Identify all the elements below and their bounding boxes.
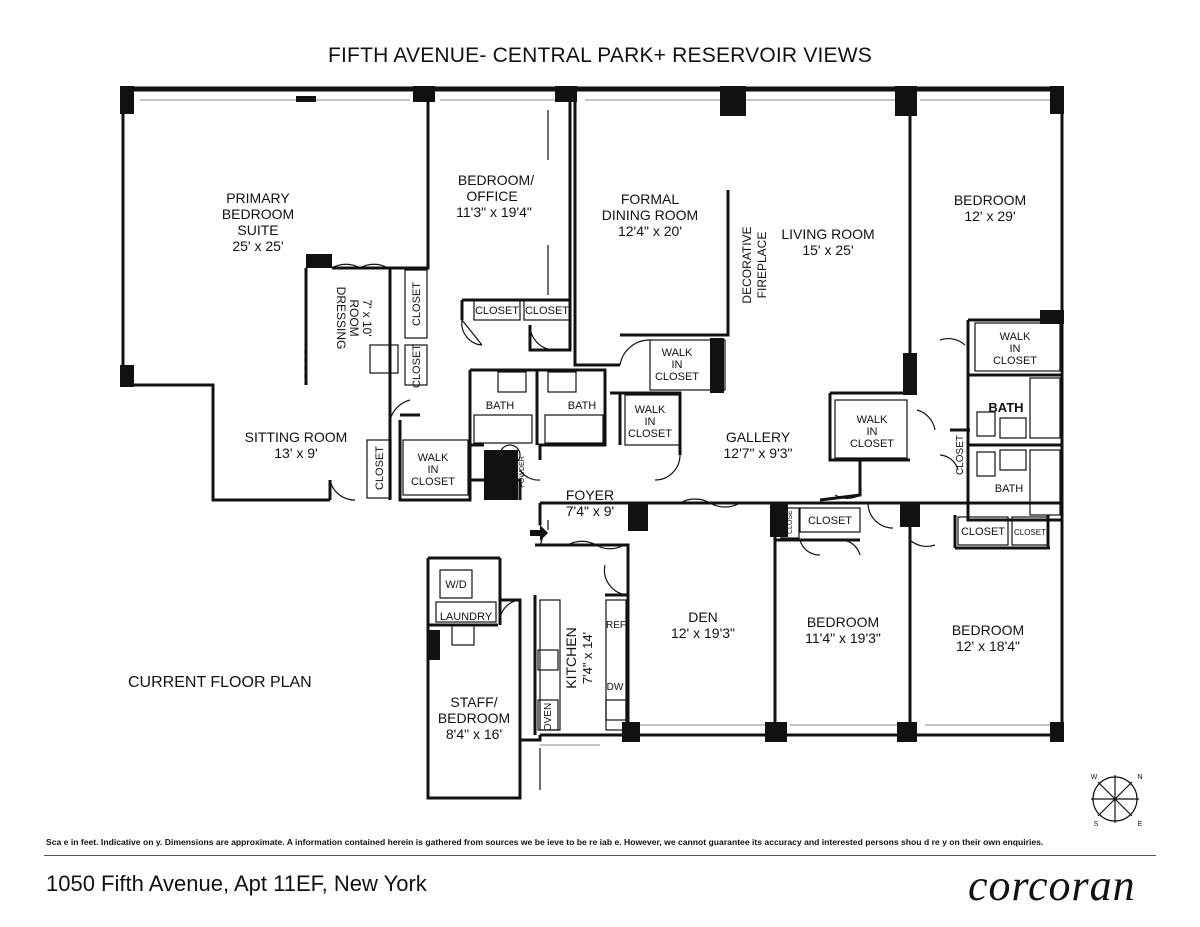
bedroom-office-label: OFFICE — [466, 188, 517, 204]
staff-bedroom-label: BEDROOM — [438, 710, 510, 726]
address: 1050 Fifth Avenue, Apt 11EF, New York — [46, 871, 427, 896]
bedroom-mid-label: BEDROOM — [807, 614, 879, 630]
walk-in-closet-label: CLOSET — [655, 371, 699, 383]
walk-in-closet-label: WALK — [1000, 331, 1031, 343]
compass-w: W — [1091, 774, 1098, 781]
walk-in-closet-label: IN — [1010, 343, 1021, 355]
bedroom-office-dimensions: 11'3" x 19'4" — [456, 204, 532, 220]
closet-label: CLOSET — [411, 344, 423, 388]
bath-label: BATH — [988, 400, 1023, 415]
walk-in-closet-label: WALK — [418, 452, 449, 464]
walk-in-closet-label: IN — [645, 416, 656, 428]
ref-label: REF — [606, 620, 626, 631]
fireplace-label: FIREPLACE — [755, 232, 769, 299]
walk-in-closet-label: WALK — [662, 347, 693, 359]
dressing-room-label: DRESSING — [334, 287, 348, 350]
dining-room-label: DINING ROOM — [602, 207, 698, 223]
walk-in-closet-label: WALK — [857, 414, 888, 426]
bath-label: BATH — [486, 400, 515, 412]
sitting-room-label: SITTING ROOM — [245, 429, 348, 445]
walk-in-closet-label: CLOSET — [628, 428, 672, 440]
plan-label: CURRENT FLOOR PLAN — [128, 674, 312, 691]
oven-label: OVEN — [543, 703, 554, 731]
laundry-label: LAUNDRY — [440, 611, 493, 623]
bedroom-office-label: BEDROOM/ — [458, 172, 534, 188]
dining-room-dimensions: 12'4" x 20' — [618, 223, 682, 239]
bedroom-se-dimensions: 12' x 18'4" — [956, 638, 1020, 654]
closet-label: CLOSET — [374, 446, 386, 490]
gallery-label: GALLERY — [726, 429, 791, 445]
page-title: FIFTH AVENUE- CENTRAL PARK+ RESERVOIR VI… — [327, 44, 872, 67]
exterior-wall-left — [121, 88, 330, 502]
brand-logo: corcoran — [968, 861, 1136, 910]
powder-label: POWDER — [519, 456, 526, 488]
closet-label: CLOSET — [961, 526, 1005, 538]
entry-arrow-icon — [530, 525, 548, 541]
kitchen-dimensions: 7'4" x 14' — [580, 632, 595, 684]
compass-e: E — [1138, 821, 1143, 828]
walk-in-closet-label: WALK — [635, 404, 666, 416]
wd-label: W/D — [445, 579, 466, 591]
closet-label: CLOSET — [411, 282, 423, 326]
dressing-room-dimensions: 7' x 10' — [360, 299, 374, 336]
closet-label: CLOSET — [808, 515, 852, 527]
compass-n: N — [1137, 774, 1142, 781]
bedroom-mid-dimensions: 11'4" x 19'3" — [805, 630, 881, 646]
living-room-dimensions: 15' x 25' — [802, 242, 853, 258]
walk-in-closet-label: IN — [428, 464, 439, 476]
walk-in-closet-label: IN — [672, 359, 683, 371]
closet-label: CLOSET — [475, 305, 519, 317]
closet-label: CLOSET — [955, 435, 966, 475]
staff-bedroom-label: STAFF/ — [450, 694, 497, 710]
primary-bedroom-dimensions: 25' x 25' — [232, 238, 283, 254]
closet-label: CLOSET — [1014, 528, 1046, 537]
dw-label: DW — [607, 682, 624, 693]
living-room-label: LIVING ROOM — [781, 226, 874, 242]
dressing-room-label: ROOM — [347, 299, 361, 336]
fireplace-label: DECORATIVE — [740, 226, 754, 303]
compass-s: S — [1094, 821, 1099, 828]
staff-wing-walls — [426, 558, 542, 800]
foyer-label: FOYER — [566, 487, 614, 503]
bedroom-ne-label: BEDROOM — [954, 192, 1026, 208]
closet-label: CLOSET — [787, 505, 794, 534]
walk-in-closet-label: CLOSET — [411, 476, 455, 488]
walk-in-closet-label: CLOSET — [993, 355, 1037, 367]
den-dimensions: 12' x 19'3" — [671, 625, 735, 641]
sitting-room-dimensions: 13' x 9' — [274, 445, 317, 461]
primary-bedroom-label: SUITE — [237, 222, 278, 238]
staff-bedroom-dimensions: 8'4" x 16' — [446, 726, 502, 742]
primary-bedroom-label: PRIMARY — [226, 190, 290, 206]
primary-bedroom-label: BEDROOM — [222, 206, 294, 222]
foyer-dimensions: 7'4" x 9' — [566, 503, 614, 519]
divider — [44, 855, 1156, 856]
walk-in-closet-label: CLOSET — [850, 438, 894, 450]
walk-in-closet-label: IN — [867, 426, 878, 438]
bath-label: BATH — [568, 400, 597, 412]
bedroom-ne-dimensions: 12' x 29' — [964, 208, 1015, 224]
bath-label: BATH — [995, 483, 1024, 495]
kitchen-label: KITCHEN — [563, 627, 579, 688]
disclaimer: Sca e in feet. Indicative on y. Dimensio… — [46, 837, 1044, 847]
den-label: DEN — [688, 609, 718, 625]
bedroom-se-label: BEDROOM — [952, 622, 1024, 638]
dining-room-label: FORMAL — [621, 191, 680, 207]
gallery-dimensions: 12'7" x 9'3" — [724, 445, 793, 461]
closet-label: CLOSET — [525, 305, 569, 317]
